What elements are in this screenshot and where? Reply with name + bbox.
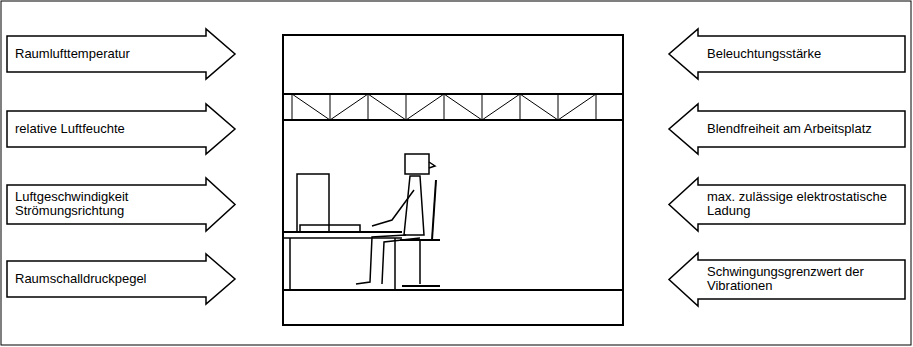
arrow-outline — [669, 178, 905, 231]
desk-top — [284, 231, 402, 233]
desk-top — [284, 237, 402, 239]
person-torso — [404, 176, 424, 235]
arrow-box: Raumschalldruckpegel — [6, 253, 236, 305]
arrow-outline — [7, 254, 235, 304]
ceiling-truss — [292, 94, 596, 120]
arrow-outline — [7, 178, 235, 231]
arrow-box: Schwingungsgrenzwert der Vibrationen — [668, 252, 906, 307]
arrow-outline — [7, 104, 235, 154]
arrow-outline — [669, 253, 905, 306]
workplace — [284, 154, 440, 290]
arrow-box: Luftgeschwindigkeit Strömungsrichtung — [6, 177, 236, 232]
arrow-label: max. zulässige elektrostatische Ladung — [707, 190, 897, 219]
monitor — [297, 174, 329, 232]
chair-back — [432, 180, 436, 240]
person-leg — [382, 238, 420, 284]
arrow-box: Beleuchtungsstärke — [668, 28, 906, 80]
floor-line — [283, 289, 623, 291]
desk-leg — [289, 238, 291, 290]
chair-base — [402, 285, 440, 287]
arrow-label: Beleuchtungsstärke — [707, 47, 897, 61]
arrow-outline — [669, 104, 905, 154]
room — [283, 35, 623, 325]
room-outline — [283, 35, 623, 325]
arrow-label: Raumlufttemperatur — [15, 47, 197, 61]
person-arm — [372, 190, 414, 226]
ceiling-line — [283, 93, 623, 95]
arrow-box: Raumlufttemperatur — [6, 28, 236, 80]
arrow-outline — [7, 29, 235, 79]
arrow-shape — [668, 177, 906, 232]
arrow-label: relative Luftfeuchte — [15, 122, 197, 136]
chair-post — [419, 240, 421, 284]
ceiling-line — [283, 119, 623, 121]
arrow-label: Schwingungsgrenzwert der Vibrationen — [707, 265, 897, 294]
person-head — [405, 154, 429, 174]
person-leg — [356, 235, 406, 284]
arrow-outline — [669, 29, 905, 79]
arrow-label: Luftgeschwindigkeit Strömungsrichtung — [15, 190, 197, 219]
arrow-box: relative Luftfeuchte — [6, 103, 236, 155]
person-face — [429, 162, 435, 168]
keyboard — [300, 225, 360, 232]
arrow-box: max. zulässige elektrostatische Ladung — [668, 177, 906, 232]
arrow-shape — [668, 252, 906, 307]
arrow-label: Blendfreiheit am Arbeitsplatz — [707, 122, 897, 136]
desk-leg — [394, 238, 396, 290]
arrow-box: Blendfreiheit am Arbeitsplatz — [668, 103, 906, 155]
arrow-label: Raumschalldruckpegel — [15, 272, 197, 286]
